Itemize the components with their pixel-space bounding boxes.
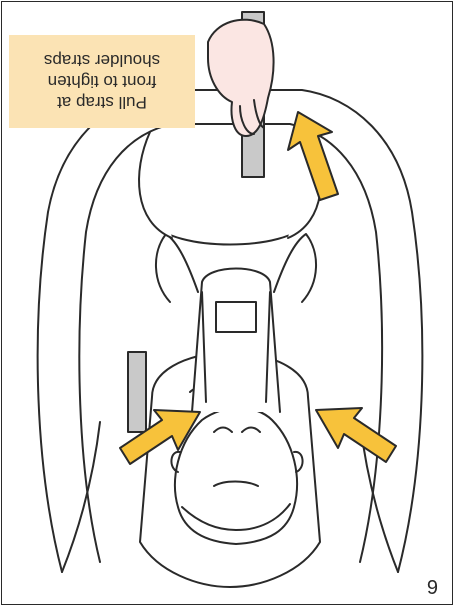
instruction-line-1: Pull strap at bbox=[57, 92, 147, 113]
seat-shell-wing-left bbox=[62, 422, 100, 572]
side-panel-grey bbox=[128, 352, 146, 432]
instruction-callout: Pull strap at front to tighten shoulder … bbox=[9, 35, 195, 128]
instruction-line-3: shoulder straps bbox=[44, 50, 160, 71]
baby-arm-left bbox=[156, 234, 198, 302]
instruction-text: Pull strap at front to tighten shoulder … bbox=[9, 35, 195, 128]
lap-area bbox=[152, 222, 308, 245]
baby-arm-right bbox=[274, 234, 316, 302]
chest-clip bbox=[216, 302, 256, 332]
baby-head-outline bbox=[175, 408, 297, 544]
page-number: 9 bbox=[427, 578, 438, 598]
baby-leg-left bbox=[139, 132, 172, 238]
tighten-arrow-right-icon bbox=[316, 408, 396, 462]
instruction-line-2: front to tighten bbox=[48, 71, 157, 92]
